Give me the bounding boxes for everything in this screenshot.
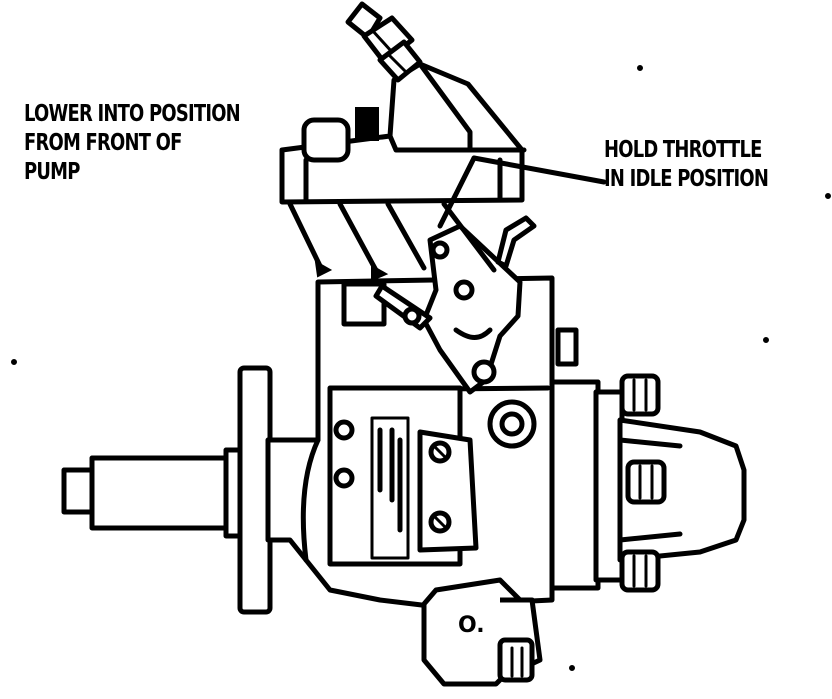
- callout-left-line-1: LOWER INTO POSITION: [24, 101, 241, 127]
- scan-specks: [11, 65, 831, 671]
- throttle-leader-line: [437, 155, 607, 229]
- callout-left-line-2: FROM FRONT OF: [24, 130, 182, 156]
- callout-right-line-2: IN IDLE POSITION: [604, 166, 769, 192]
- lowering-guide-lines: [287, 201, 497, 282]
- callout-hold-throttle: HOLD THROTTLE IN IDLE POSITION: [604, 136, 769, 194]
- callout-left-line-3: PUMP: [24, 159, 80, 185]
- drain-plug-marking: O.: [458, 613, 485, 638]
- callout-right-line-1: HOLD THROTTLE: [604, 137, 762, 163]
- governor-cover: [279, 1, 527, 205]
- throttle-lever: [373, 215, 537, 395]
- regulator-cap: [421, 577, 543, 687]
- hydraulic-head: [549, 327, 747, 593]
- drive-shaft: [61, 447, 257, 539]
- callout-lower-into-position: LOWER INTO POSITION FROM FRONT OF PUMP: [24, 100, 241, 187]
